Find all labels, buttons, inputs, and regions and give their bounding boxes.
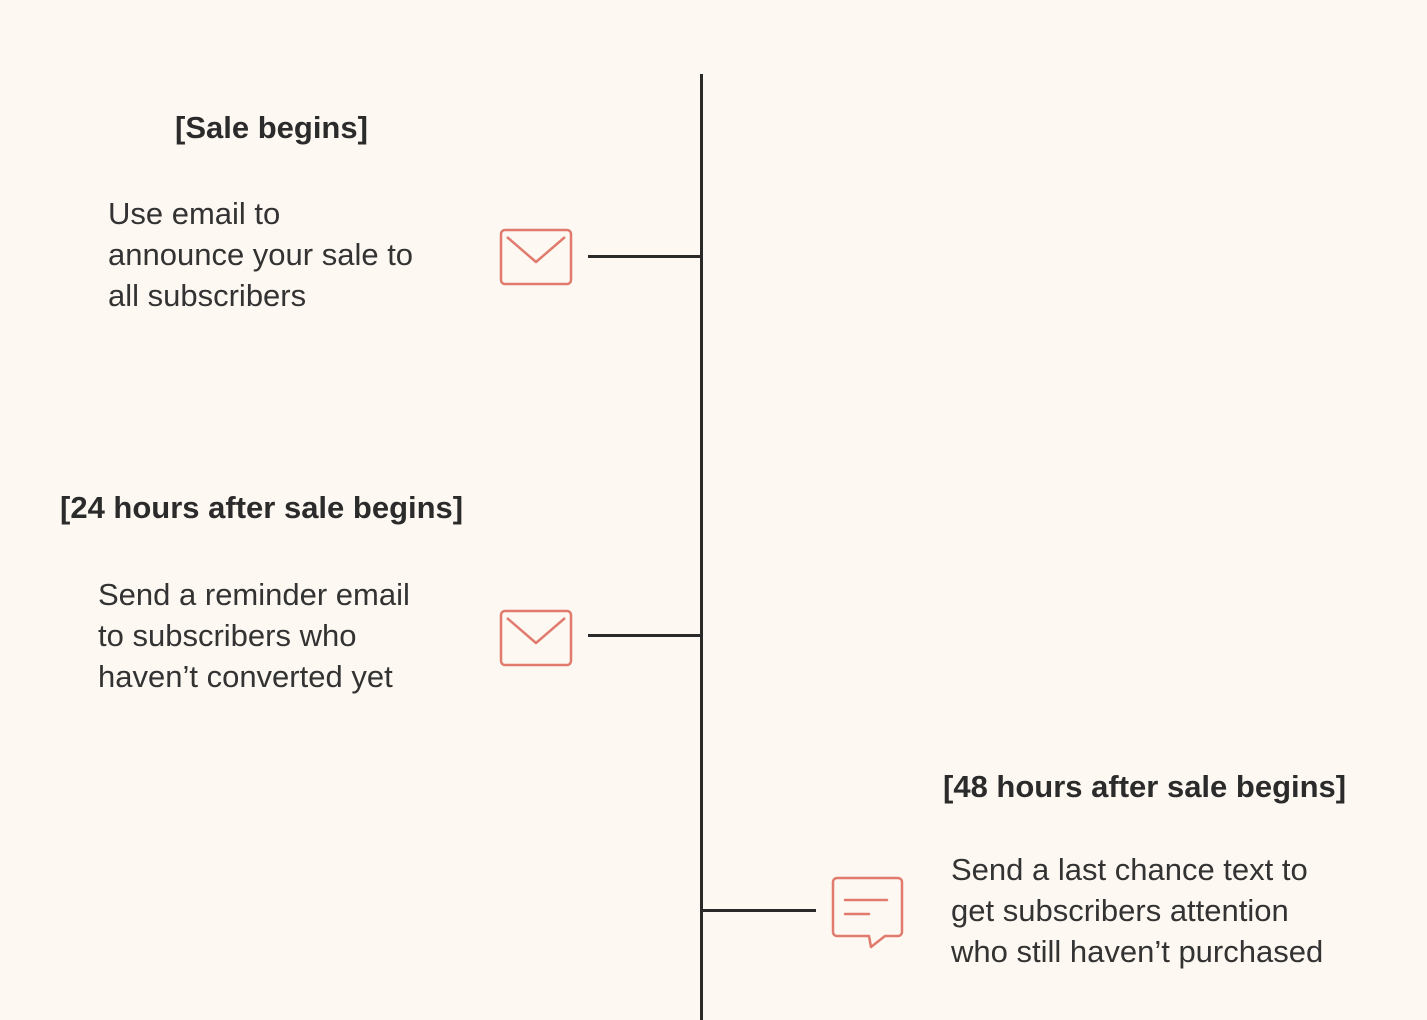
description-line: Send a last chance text to: [951, 852, 1308, 887]
description-line: announce your sale to: [108, 237, 414, 272]
event-heading-sale-begins: [Sale begins]: [175, 110, 368, 145]
event-description-48-hours: Send a last chance text to get subscribe…: [951, 849, 1323, 972]
event-heading-48-hours: [48 hours after sale begins]: [943, 769, 1347, 804]
event-heading-24-hours: [24 hours after sale begins]: [60, 490, 464, 525]
chat-bubble-icon: [831, 876, 904, 950]
connector-line: [588, 255, 702, 258]
description-line: Use email to: [108, 196, 281, 231]
description-line: who still haven’t purchased: [951, 934, 1324, 969]
connector-line: [702, 909, 816, 912]
event-description-sale-begins: Use email to announce your sale to all s…: [108, 193, 413, 316]
event-description-24-hours: Send a reminder email to subscribers who…: [98, 574, 410, 697]
description-line: Send a reminder email: [98, 577, 410, 612]
description-line: haven’t converted yet: [98, 659, 393, 694]
description-line: get subscribers attention: [951, 893, 1289, 928]
envelope-icon: [499, 228, 573, 286]
envelope-icon: [499, 609, 573, 667]
timeline-spine: [700, 74, 703, 1020]
description-line: all subscribers: [108, 278, 307, 313]
description-line: to subscribers who: [98, 618, 357, 653]
connector-line: [588, 634, 702, 637]
